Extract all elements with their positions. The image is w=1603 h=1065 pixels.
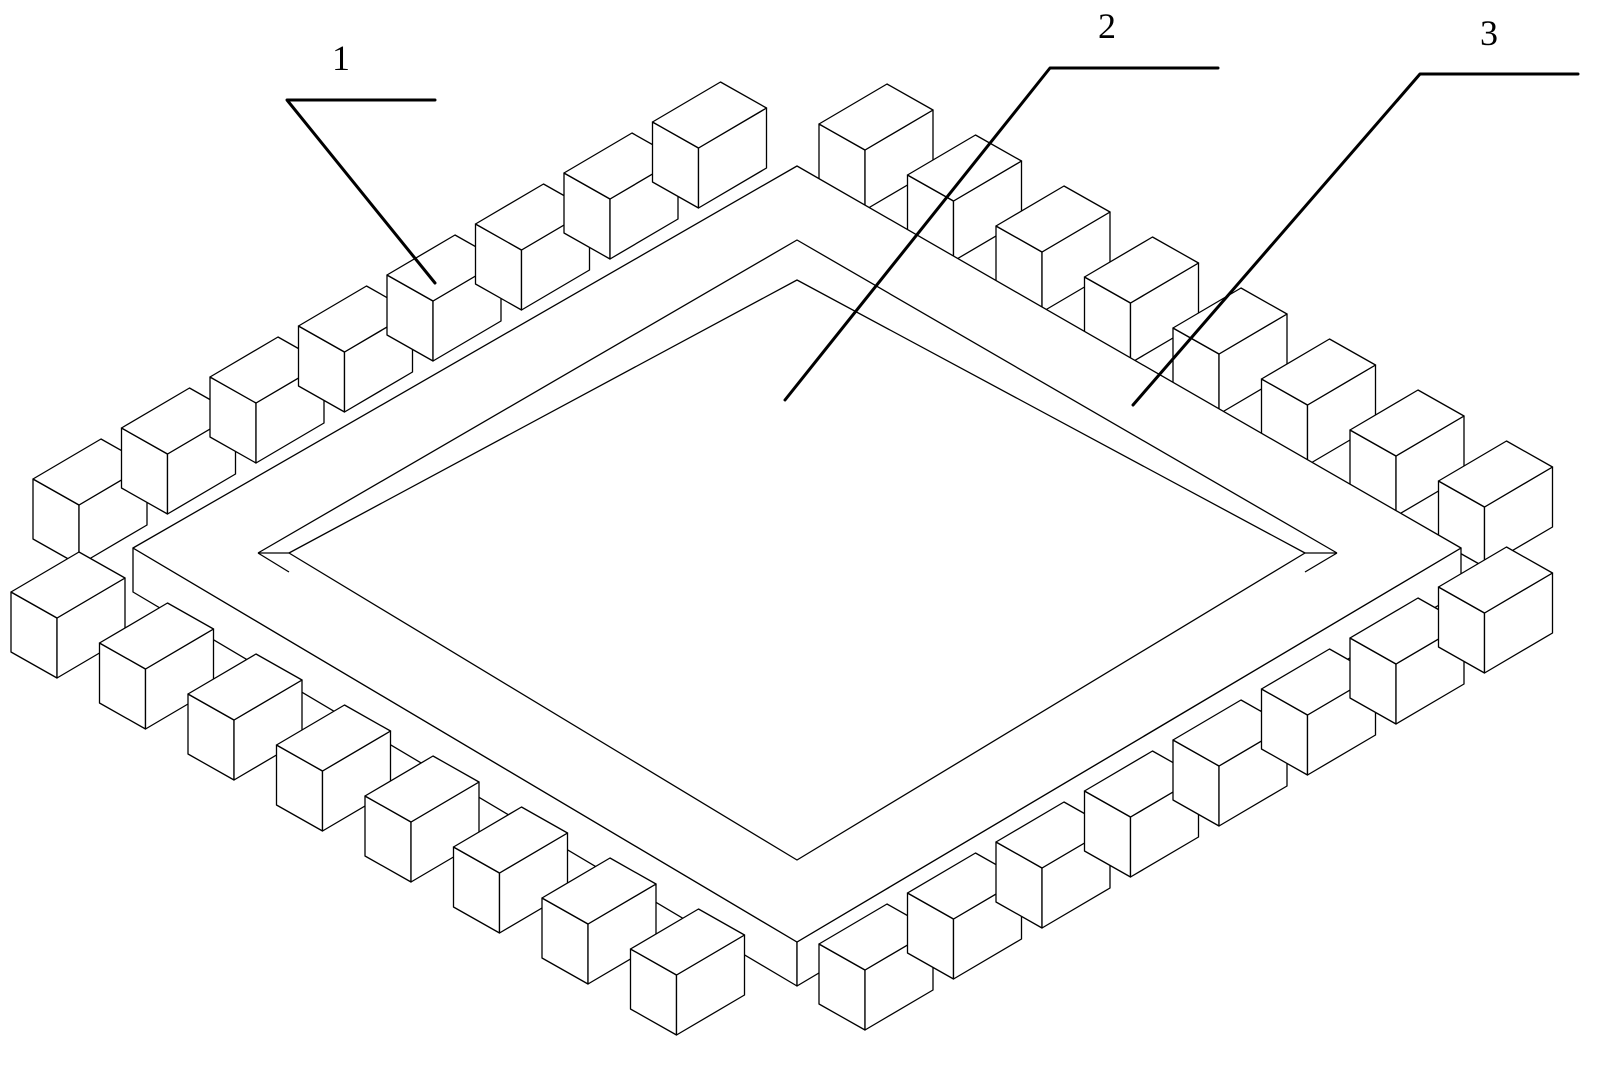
pin-ll-6 <box>541 857 657 985</box>
pin-face-top <box>10 551 126 619</box>
pin-face-top <box>1437 546 1554 614</box>
pin-ll-0 <box>10 551 126 679</box>
pin-face-top <box>1260 338 1377 406</box>
pin-ll-4 <box>364 755 480 883</box>
pin-lr-2 <box>995 801 1111 929</box>
pin-face-top <box>275 704 392 772</box>
pin-face-top <box>818 83 934 151</box>
pin-lr-7 <box>1437 546 1554 674</box>
callout-label-1: 1 <box>332 38 350 78</box>
pin-ll-1 <box>98 602 215 730</box>
pin-face-top <box>995 185 1111 253</box>
pin-face-top <box>98 602 215 670</box>
callout-label-3: 3 <box>1480 13 1498 53</box>
pin-face-top <box>541 857 657 925</box>
leader-line-2 <box>783 66 1220 402</box>
pin-face-top <box>187 653 303 721</box>
pin-ll-2 <box>187 653 303 781</box>
pin-face-top <box>1437 440 1554 508</box>
callout-3: 3 <box>1131 13 1580 407</box>
pin-face-top <box>1349 389 1465 457</box>
cavity-left-corner <box>257 552 290 573</box>
callout-2: 2 <box>783 6 1220 402</box>
cavity-outer-rim <box>257 239 1338 554</box>
pin-ur-5 <box>1260 338 1377 466</box>
pin-ul-7 <box>651 81 768 209</box>
pin-ll-7 <box>629 908 746 1036</box>
pin-face-top <box>1172 287 1288 355</box>
cavity-right-corner <box>1304 552 1338 573</box>
body-top-frame <box>132 165 1462 943</box>
package-body <box>132 165 1462 987</box>
pin-ll-3 <box>275 704 392 832</box>
pin-ur-0 <box>818 83 934 211</box>
pin-face-top <box>452 806 569 874</box>
pin-face-top <box>906 134 1023 202</box>
front-pins-group <box>10 546 1554 1036</box>
callout-label-2: 2 <box>1098 6 1116 46</box>
callout-1: 1 <box>285 38 437 285</box>
leader-line-1 <box>285 98 437 285</box>
pin-face-top <box>1083 236 1200 304</box>
pin-face-top <box>651 81 768 149</box>
pin-face-top <box>364 755 480 823</box>
pin-ur-2 <box>995 185 1111 313</box>
pin-face-top <box>629 908 746 976</box>
die-area <box>288 279 1306 861</box>
pin-ll-5 <box>452 806 569 934</box>
leader-line-3 <box>1131 72 1580 407</box>
